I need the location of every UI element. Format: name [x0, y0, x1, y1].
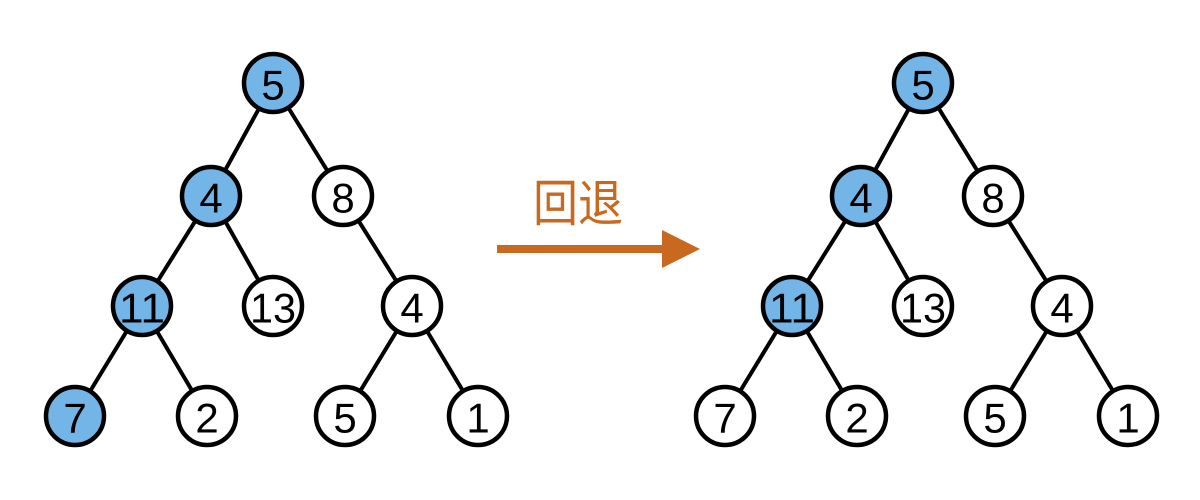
tree-node-value: 4 — [1050, 285, 1073, 332]
tree-node-value: 1 — [1116, 395, 1139, 442]
tree-node-value: 13 — [250, 285, 296, 332]
tree-node-5-highlighted — [241, 51, 305, 115]
tree-node-value: 4 — [400, 285, 423, 332]
tree-node-5 — [963, 384, 1027, 448]
tree-node-value: 8 — [981, 175, 1004, 222]
backtrack-arrow-label: 回退 — [533, 176, 623, 232]
tree-node-value: 2 — [845, 395, 868, 442]
tree-node-value: 7 — [63, 395, 86, 442]
tree-node-value: 7 — [713, 395, 736, 442]
tree-node-4-highlighted — [179, 164, 243, 228]
tree-node-value: 5 — [911, 62, 934, 109]
tree-after-backtrack: 5 4 8 11 13 4 7 2 5 1 — [693, 51, 1160, 448]
tree-node-1 — [1096, 384, 1160, 448]
tree-node-11-highlighted — [760, 274, 824, 338]
tree-node-8 — [311, 164, 375, 228]
backtrack-arrow: 回退 — [497, 176, 700, 268]
tree-node-4-highlighted — [829, 164, 893, 228]
tree-node-11-highlighted — [110, 274, 174, 338]
tree-node-2 — [175, 384, 239, 448]
tree-node-4 — [380, 274, 444, 338]
tree-node-13 — [891, 274, 955, 338]
tree-node-value: 11 — [769, 285, 815, 332]
tree-node-13 — [241, 274, 305, 338]
tree-node-value: 5 — [333, 395, 356, 442]
tree-before-backtrack: 5 4 8 11 13 4 7 2 5 1 — [43, 51, 510, 448]
tree-node-5-highlighted — [891, 51, 955, 115]
tree-node-value: 5 — [983, 395, 1006, 442]
tree-node-5 — [313, 384, 377, 448]
tree-node-value: 13 — [900, 285, 946, 332]
arrow-head — [662, 230, 700, 268]
tree-node-value: 4 — [849, 175, 872, 222]
tree-node-value: 2 — [195, 395, 218, 442]
tree-node-8 — [961, 164, 1025, 228]
tree-node-2 — [825, 384, 889, 448]
tree-node-7 — [693, 384, 757, 448]
tree-node-value: 8 — [331, 175, 354, 222]
tree-node-4 — [1030, 274, 1094, 338]
tree-node-value: 1 — [466, 395, 489, 442]
tree-node-1 — [446, 384, 510, 448]
tree-node-7-highlighted — [43, 384, 107, 448]
tree-node-value: 4 — [199, 175, 222, 222]
tree-node-value: 5 — [261, 62, 284, 109]
tree-node-value: 11 — [119, 285, 165, 332]
